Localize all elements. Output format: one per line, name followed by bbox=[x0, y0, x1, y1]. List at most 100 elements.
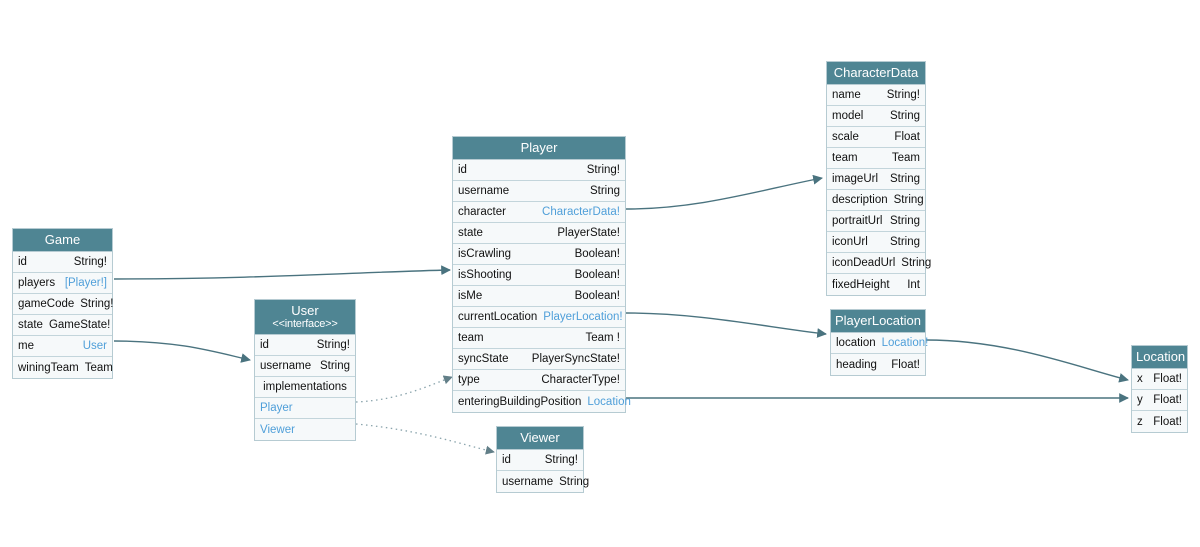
field-name: username bbox=[260, 360, 312, 372]
field-row[interactable]: enteringBuildingPosition Location bbox=[453, 391, 631, 412]
field-row[interactable]: isMe Boolean! bbox=[453, 286, 625, 307]
field-name: syncState bbox=[458, 353, 509, 365]
field-row[interactable]: username String bbox=[255, 356, 355, 377]
entity-game[interactable]: Game id String! players [Player!] gameCo… bbox=[12, 228, 114, 379]
field-name: character bbox=[458, 206, 506, 218]
field-row[interactable]: syncState PlayerSyncState! bbox=[453, 349, 625, 370]
field-name: username bbox=[502, 475, 554, 488]
implementation-row[interactable]: Player bbox=[255, 398, 355, 419]
field-type[interactable]: Location! bbox=[881, 337, 929, 349]
field-name: winingTeam bbox=[18, 361, 79, 374]
entity-player[interactable]: Player id String! username String charac… bbox=[452, 136, 631, 413]
field-row[interactable]: gameCode String! bbox=[13, 294, 114, 315]
field-name: portraitUrl bbox=[832, 215, 883, 227]
field-name: me bbox=[18, 340, 34, 352]
field-row[interactable]: fixedHeight Int bbox=[827, 274, 925, 295]
field-row[interactable]: id String! bbox=[453, 160, 625, 181]
field-type: Team bbox=[84, 361, 113, 374]
implementation-name[interactable]: Player bbox=[260, 402, 293, 414]
field-type: String bbox=[901, 257, 932, 269]
field-row[interactable]: team Team bbox=[827, 148, 925, 169]
field-row[interactable]: username String bbox=[453, 181, 625, 202]
field-name: players bbox=[18, 277, 56, 289]
entity-user-name: User bbox=[291, 303, 319, 318]
field-row[interactable]: iconUrl String bbox=[827, 232, 925, 253]
field-type: String bbox=[889, 236, 920, 248]
field-row[interactable]: id String! bbox=[255, 335, 355, 356]
entity-location[interactable]: Location x Float! y Float! z Float! bbox=[1131, 345, 1188, 433]
entity-player-title: Player bbox=[453, 137, 625, 160]
field-row[interactable]: name String! bbox=[827, 85, 925, 106]
field-type: String bbox=[889, 173, 920, 185]
field-type[interactable]: CharacterData! bbox=[542, 206, 620, 218]
field-name: y bbox=[1137, 394, 1143, 406]
field-type: Team bbox=[891, 152, 920, 164]
field-name: state bbox=[458, 227, 483, 239]
field-row[interactable]: heading Float! bbox=[831, 354, 925, 375]
field-name: description bbox=[832, 194, 888, 206]
field-type: String! bbox=[80, 298, 114, 310]
entity-user[interactable]: User <<interface>> id String! username S… bbox=[254, 299, 356, 441]
field-type[interactable]: Location bbox=[587, 395, 631, 408]
edge-playerlocation-location-to-location bbox=[925, 339, 1129, 383]
field-type: String bbox=[889, 110, 920, 122]
field-row[interactable]: currentLocation PlayerLocation! bbox=[453, 307, 625, 328]
field-type[interactable]: PlayerLocation! bbox=[543, 311, 623, 323]
entity-viewer[interactable]: Viewer id String! username String bbox=[496, 426, 589, 493]
field-name: x bbox=[1137, 373, 1143, 385]
field-name: id bbox=[458, 164, 467, 176]
field-row[interactable]: isShooting Boolean! bbox=[453, 265, 625, 286]
field-row[interactable]: state GameState! bbox=[13, 315, 112, 336]
field-row[interactable]: character CharacterData! bbox=[453, 202, 625, 223]
implementation-name[interactable]: Viewer bbox=[260, 423, 295, 436]
implementation-row[interactable]: Viewer bbox=[255, 419, 355, 440]
field-row[interactable]: id String! bbox=[497, 450, 583, 471]
field-type: Boolean! bbox=[574, 269, 620, 281]
field-row[interactable]: team Team ! bbox=[453, 328, 625, 349]
field-row[interactable]: username String bbox=[497, 471, 589, 492]
field-name: username bbox=[458, 185, 510, 197]
field-type: String! bbox=[73, 256, 107, 268]
field-name: id bbox=[18, 256, 27, 268]
field-row[interactable]: players [Player!] bbox=[13, 273, 112, 294]
field-row[interactable]: id String! bbox=[13, 252, 112, 273]
field-name: currentLocation bbox=[458, 311, 538, 323]
field-row[interactable]: winingTeam Team bbox=[13, 357, 113, 378]
field-type: String bbox=[319, 360, 350, 372]
field-row[interactable]: iconDeadUrl String bbox=[827, 253, 931, 274]
field-name: scale bbox=[832, 131, 859, 143]
implementations-label: implementations bbox=[263, 381, 347, 393]
field-type[interactable]: User bbox=[82, 340, 107, 352]
field-row[interactable]: x Float! bbox=[1132, 369, 1187, 390]
entity-viewer-title: Viewer bbox=[497, 427, 583, 450]
field-row[interactable]: location Location! bbox=[831, 333, 928, 354]
entity-user-title: User <<interface>> bbox=[255, 300, 355, 335]
field-row[interactable]: portraitUrl String bbox=[827, 211, 925, 232]
field-row[interactable]: state PlayerState! bbox=[453, 223, 625, 244]
field-row[interactable]: isCrawling Boolean! bbox=[453, 244, 625, 265]
field-type[interactable]: [Player!] bbox=[64, 277, 107, 289]
field-type: Float bbox=[894, 131, 920, 143]
edge-player-character-to-characterdata bbox=[625, 174, 823, 210]
field-row[interactable]: me User bbox=[13, 336, 112, 357]
field-type: Float! bbox=[1153, 394, 1182, 406]
field-row[interactable]: scale Float bbox=[827, 127, 925, 148]
field-name: isMe bbox=[458, 290, 483, 302]
field-type: String bbox=[893, 194, 924, 206]
field-type: GameState! bbox=[48, 319, 111, 331]
field-type: Boolean! bbox=[574, 290, 620, 302]
field-row[interactable]: imageUrl String bbox=[827, 169, 925, 190]
entity-player-location-title: PlayerLocation bbox=[831, 310, 925, 333]
field-row[interactable]: type CharacterType! bbox=[453, 370, 625, 391]
field-row[interactable]: model String bbox=[827, 106, 925, 127]
entity-character-data[interactable]: CharacterData name String! model String … bbox=[826, 61, 931, 296]
entity-player-location[interactable]: PlayerLocation location Location! headin… bbox=[830, 309, 928, 376]
field-type: String bbox=[559, 475, 590, 488]
field-type: String! bbox=[316, 339, 350, 351]
field-row[interactable]: z Float! bbox=[1132, 411, 1187, 432]
field-row[interactable]: description String bbox=[827, 190, 925, 211]
edge-player-currentlocation-to-playerlocation bbox=[625, 312, 827, 338]
field-type: Team ! bbox=[585, 332, 620, 344]
field-row[interactable]: y Float! bbox=[1132, 390, 1187, 411]
